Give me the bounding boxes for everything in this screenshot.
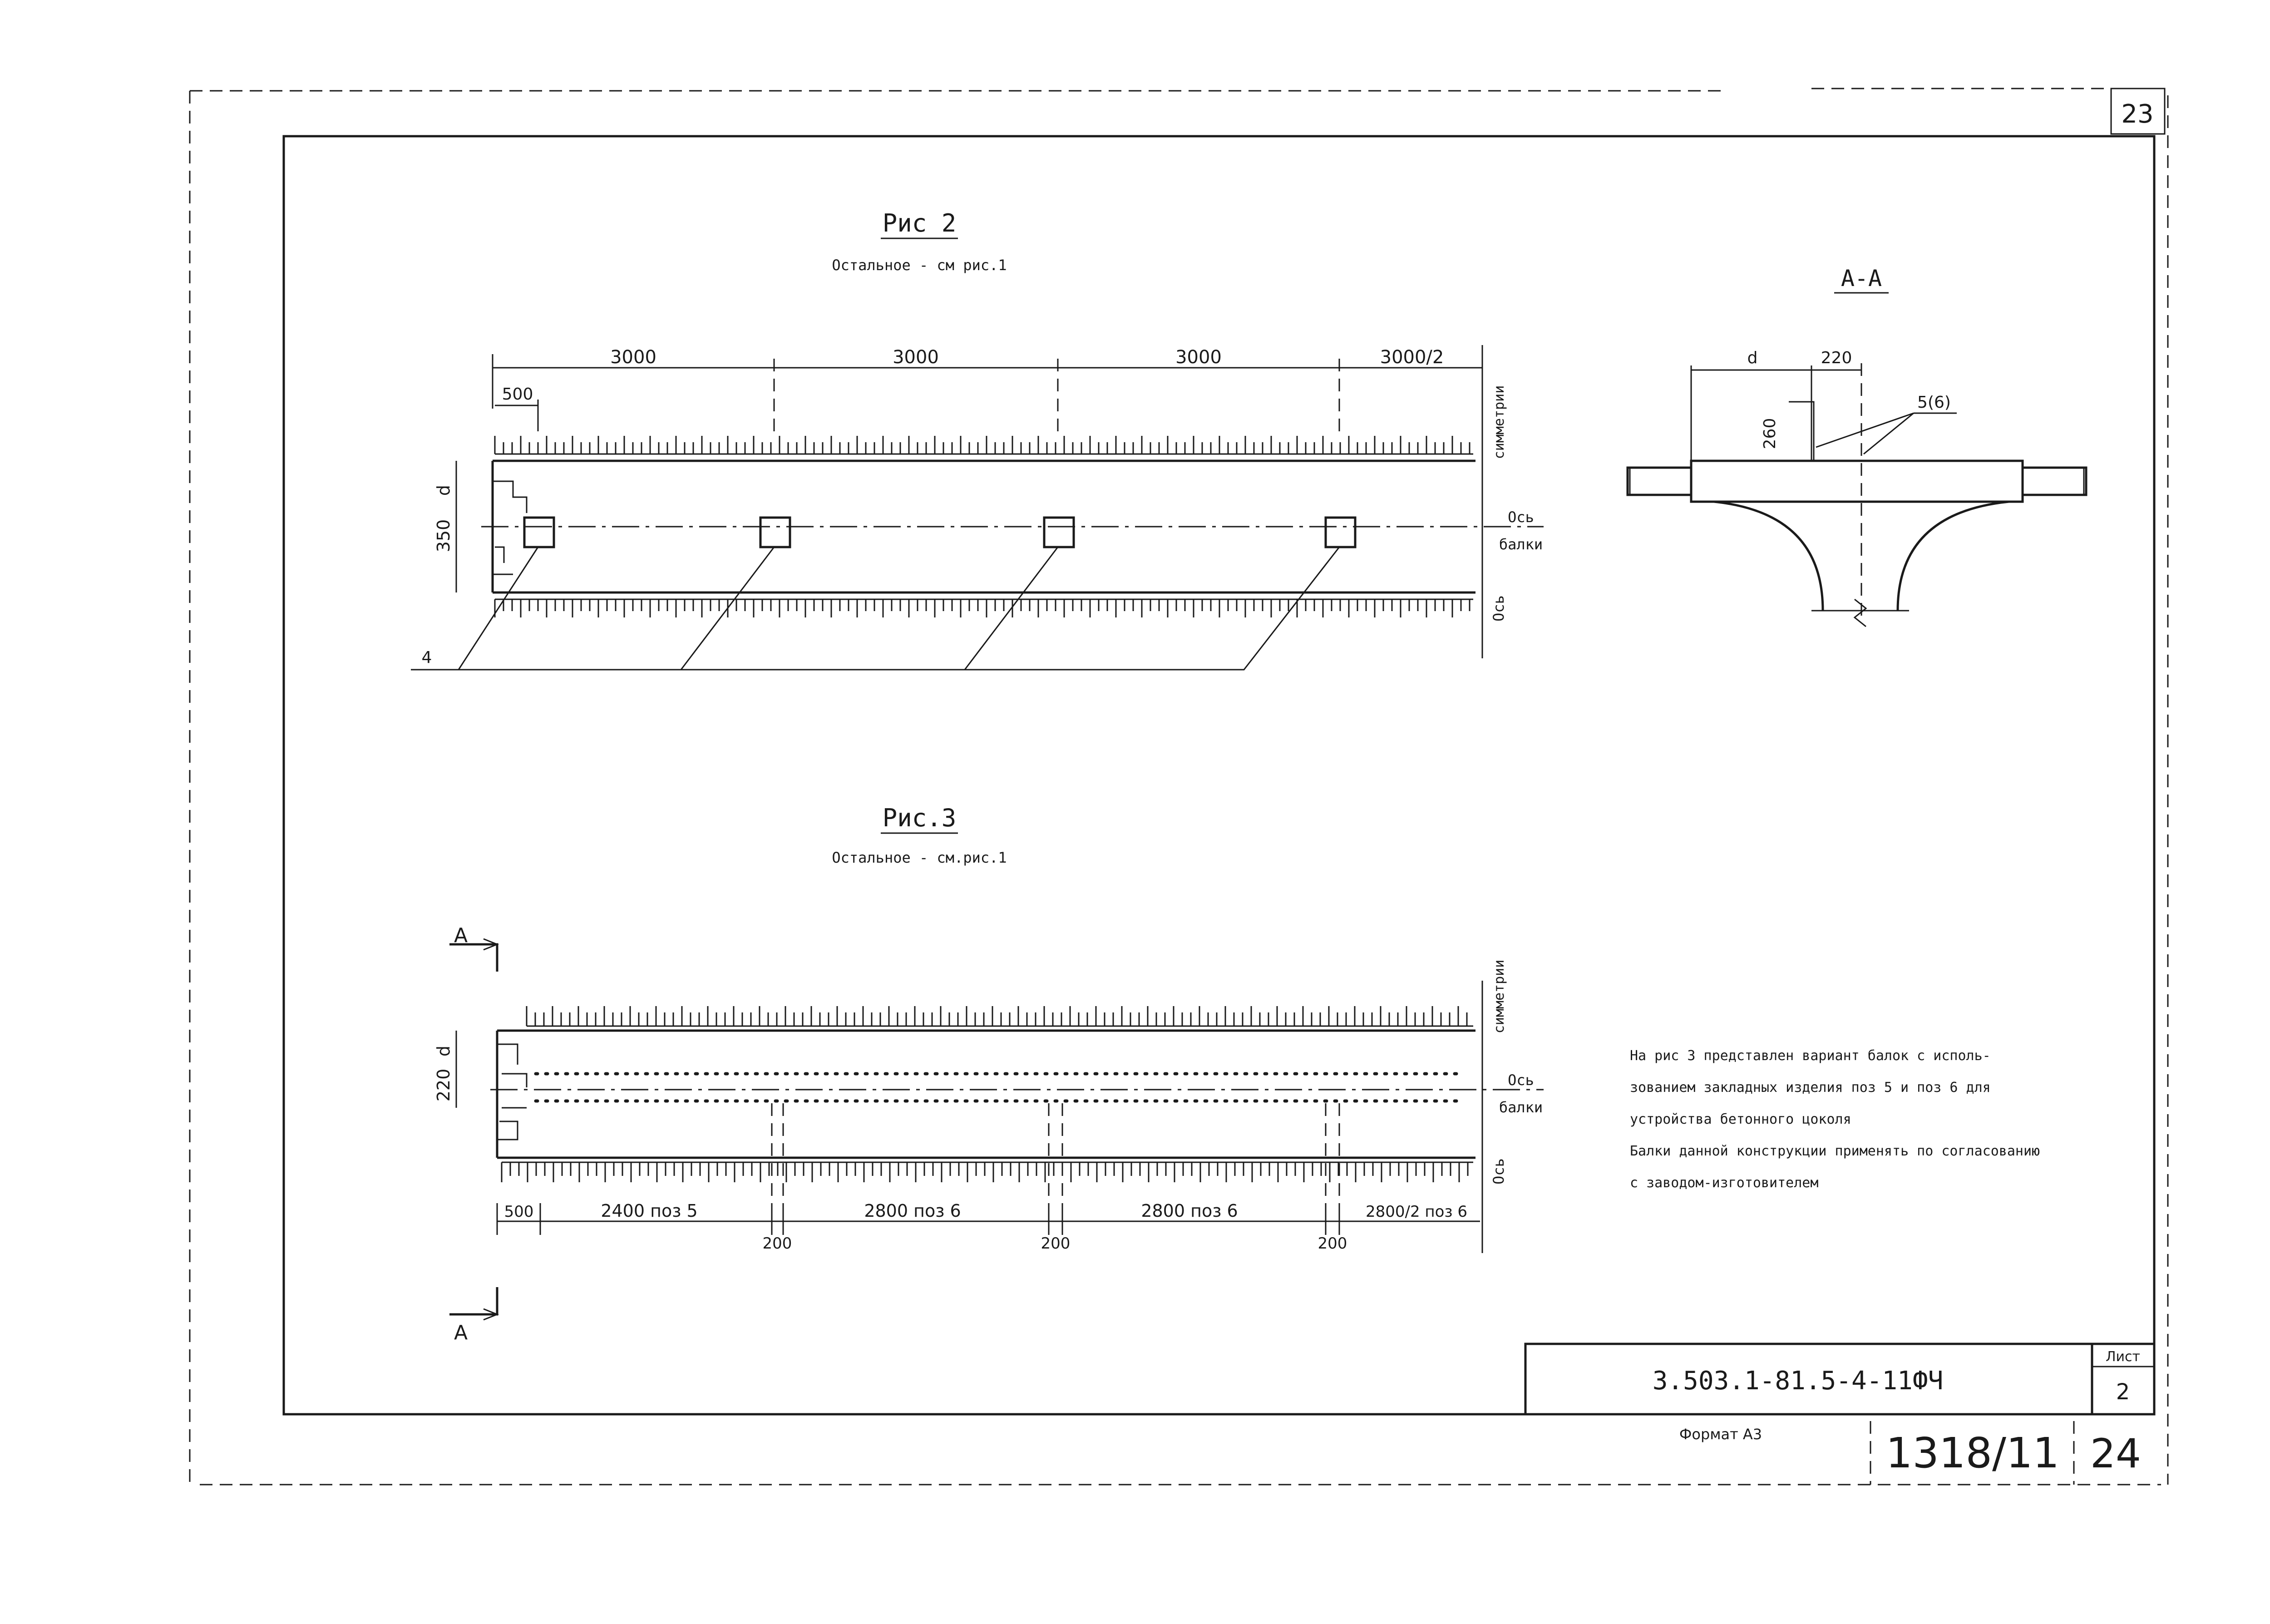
section-dim-220: 220 xyxy=(1821,349,1852,367)
corner-page-number: 23 xyxy=(2121,99,2153,129)
fig3-gap-3: 200 xyxy=(1318,1234,1347,1253)
fig2-dim-2: 3000 xyxy=(893,347,939,368)
note: На рис 3 представлен вариант балок с исп… xyxy=(1630,1048,2040,1191)
outer-frame xyxy=(189,88,2169,1486)
note-line-1: На рис 3 представлен вариант балок с исп… xyxy=(1630,1048,1991,1064)
fig2-dim-350: 350 xyxy=(434,519,454,553)
fig3-hatch-bottom xyxy=(501,1161,1473,1182)
fig2-label-os2: Ось xyxy=(1490,595,1507,622)
note-line-2: зованием закладных изделия поз 5 и поз 6… xyxy=(1630,1080,1991,1096)
fig2-dim-500: 500 xyxy=(502,385,533,404)
fig3-dim-d: d xyxy=(434,1046,454,1056)
section-dim-d: d xyxy=(1747,349,1758,367)
fig2: Рис 2 Остальное - см рис.1 3000 3000 300… xyxy=(411,209,1544,671)
section-dim-260: 260 xyxy=(1761,418,1779,449)
fig2-dim-4: 3000/2 xyxy=(1380,347,1444,368)
title-block xyxy=(1524,1343,2156,1485)
section-leader: 5(6) xyxy=(1917,393,1951,412)
fig3-gap-2: 200 xyxy=(1041,1234,1071,1253)
fig3-gap-1: 200 xyxy=(763,1234,792,1253)
fig3-title: Рис.3 xyxy=(883,804,957,832)
fig3-label-sym: симметрии xyxy=(1491,960,1507,1034)
fig3-hatch-top xyxy=(526,1006,1473,1027)
fig2-title: Рис 2 xyxy=(883,209,957,237)
fig3-cut-top: А xyxy=(454,924,468,947)
inner-frame xyxy=(282,135,2156,1416)
fig2-subtitle: Остальное - см рис.1 xyxy=(832,257,1007,274)
archive-number: 1318/11 xyxy=(1886,1429,2059,1477)
section-aa: А-А d 220 260 5(6) xyxy=(1626,265,2087,627)
fig2-leader-4: 4 xyxy=(422,648,432,667)
fig3-dim-500: 500 xyxy=(504,1203,534,1221)
fig2-label-os: Ось xyxy=(1508,508,1534,526)
fig2-hatch-top xyxy=(494,436,1473,455)
fig3-label-os2: Ось xyxy=(1490,1158,1507,1185)
fig2-label-sym: симметрии xyxy=(1491,385,1507,459)
fig2-dim-d: d xyxy=(434,485,454,496)
note-line-4: Балки данной конструкции применять по со… xyxy=(1630,1143,2040,1159)
fig3-dim-2400: 2400 поз 5 xyxy=(601,1201,697,1221)
fig3-dim-2800-2: 2800/2 поз 6 xyxy=(1366,1203,1467,1221)
fig2-label-balki: балки xyxy=(1499,536,1543,553)
fig2-dim-1: 3000 xyxy=(610,347,656,368)
sheet-label: Лист xyxy=(2106,1349,2140,1365)
fig3-subtitle: Остальное - см.рис.1 xyxy=(832,849,1007,866)
page-number: 24 xyxy=(2090,1430,2141,1477)
note-line-3: устройства бетонного цоколя xyxy=(1630,1111,1851,1127)
note-line-5: с заводом-изготовителем xyxy=(1630,1175,1818,1191)
designation: 3.503.1-81.5-4-11ФЧ xyxy=(1653,1366,1944,1396)
fig2-hatch-bottom xyxy=(494,598,1473,617)
fig3-dim-2800-a: 2800 поз 6 xyxy=(864,1201,961,1221)
fig2-dim-3: 3000 xyxy=(1175,347,1222,368)
fig3-dim-2800-b: 2800 поз 6 xyxy=(1141,1201,1238,1221)
fig3-cut-bottom: А xyxy=(454,1321,468,1344)
format-label: Формат А3 xyxy=(1679,1426,1762,1443)
fig3: Рис.3 Остальное - см.рис.1 А А d 220 с xyxy=(434,804,1544,1344)
fig3-dim-220: 220 xyxy=(434,1069,454,1102)
section-title: А-А xyxy=(1841,265,1882,291)
fig3-label-os: Ось xyxy=(1508,1071,1534,1089)
fig3-label-balki: балки xyxy=(1499,1099,1543,1116)
sheet-number: 2 xyxy=(2116,1379,2130,1405)
